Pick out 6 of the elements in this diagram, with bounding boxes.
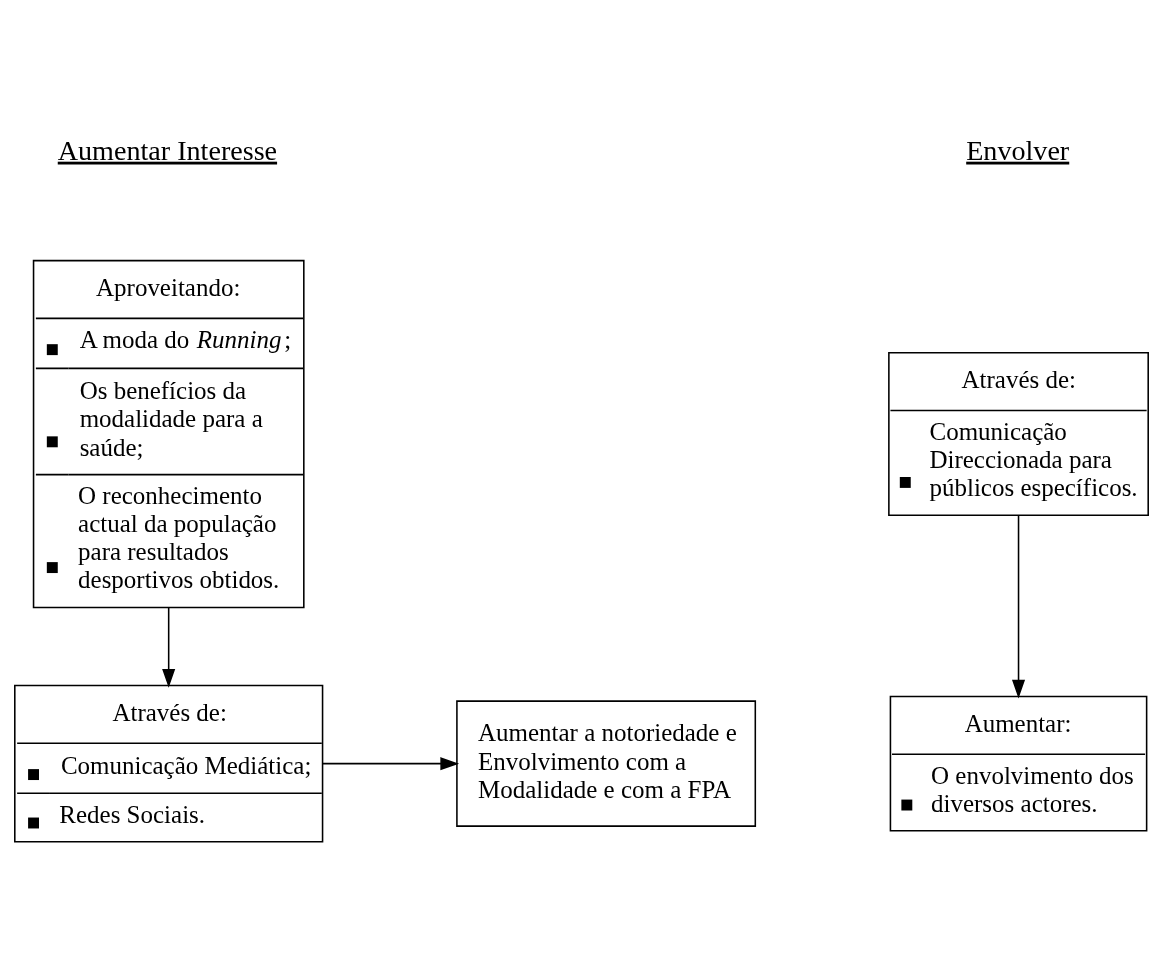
arrow xyxy=(322,756,460,770)
arrow xyxy=(1011,514,1026,699)
label: Envolver xyxy=(966,134,1070,166)
arrow xyxy=(162,606,176,688)
label: Aumentar Interesse xyxy=(57,134,278,166)
node-box: Aumentar a notoriedade e Envolvimento com a Modalidade e com a FPA xyxy=(456,699,757,827)
